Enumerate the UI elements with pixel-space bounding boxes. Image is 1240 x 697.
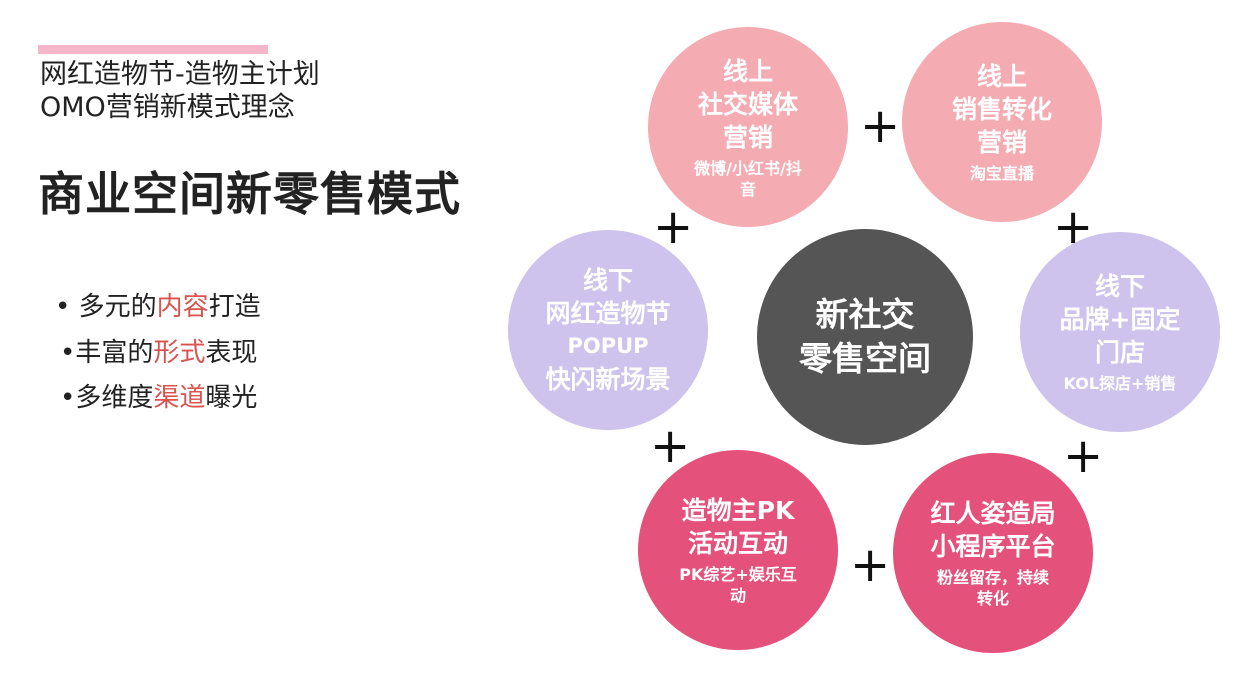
- node-center-retail-space: 新社交 零售空间: [757, 229, 973, 445]
- node-label: 网红造物节: [545, 299, 671, 328]
- node-online-sales: 线上 销售转化 营销 淘宝直播: [902, 22, 1102, 222]
- center-label: 零售空间: [799, 339, 931, 378]
- node-label: 红人姿造局: [930, 499, 1056, 528]
- node-label: 线下: [582, 266, 633, 295]
- node-label: 小程序平台: [930, 532, 1056, 561]
- node-label: POPUP: [567, 334, 649, 358]
- bullet-text: 表现: [205, 338, 258, 368]
- page-title: 商业空间新零售模式: [38, 167, 461, 221]
- node-label: 品牌+固定: [1059, 305, 1181, 334]
- node-sublabel: 淘宝直播: [969, 164, 1034, 183]
- plus-icon: +: [850, 537, 891, 593]
- bullet-item: • 多元的内容打造: [55, 286, 261, 323]
- bullet-highlight: 内容: [156, 292, 209, 322]
- node-creator-pk: 造物主PK 活动互动 PK综艺+娱乐互动: [638, 450, 838, 650]
- node-label: 造物主PK: [681, 496, 795, 525]
- node-offline-store: 线下 品牌+固定 门店 KOL探店+销售: [1020, 232, 1220, 432]
- node-offline-festival: 线下 网红造物节 POPUP 快闪新场景: [508, 230, 708, 430]
- node-sublabel: 微博/小红书/抖音: [694, 158, 802, 199]
- plus-icon: +: [1063, 428, 1104, 484]
- bullet-item: •丰富的形式表现: [60, 332, 257, 369]
- node-label: 活动互动: [687, 529, 788, 558]
- plus-icon: +: [1053, 199, 1094, 255]
- plus-icon: +: [860, 98, 901, 154]
- bullet-text: 打造: [208, 292, 261, 322]
- node-label: 门店: [1094, 338, 1145, 367]
- bullet-highlight: 形式: [153, 338, 206, 368]
- node-label: 营销: [722, 122, 773, 152]
- node-mini-program: 红人姿造局 小程序平台 粉丝留存，持续转化: [893, 453, 1093, 653]
- center-label: 新社交: [815, 295, 915, 334]
- bullet-text: 曝光: [205, 383, 258, 413]
- node-label: 销售转化: [951, 95, 1052, 124]
- plus-icon: +: [650, 418, 691, 474]
- node-label: 线上: [976, 62, 1027, 91]
- plus-icon: +: [653, 199, 694, 255]
- node-label: 社交媒体: [697, 89, 798, 119]
- subtitle-line-2: OMO营销新模式理念: [40, 92, 295, 123]
- subtitle-line-1: 网红造物节-造物主计划: [40, 59, 320, 90]
- node-label: 线下: [1094, 272, 1145, 301]
- node-label: 线上: [722, 56, 773, 86]
- bullet-text: •丰富的: [60, 338, 154, 368]
- bullet-highlight: 渠道: [153, 383, 206, 413]
- node-sublabel: PK综艺+娱乐互动: [679, 565, 797, 605]
- node-sublabel: KOL探店+销售: [1063, 374, 1177, 393]
- node-label: 营销: [976, 128, 1027, 157]
- node-label: 快闪新场景: [545, 365, 671, 394]
- bullet-text: •多维度: [60, 383, 154, 413]
- bullet-text: • 多元的: [55, 292, 157, 322]
- accent-bar: [38, 45, 268, 54]
- bullet-item: •多维度渠道曝光: [60, 377, 257, 414]
- node-online-social-media: 线上 社交媒体 营销 微博/小红书/抖音: [648, 27, 848, 227]
- node-sublabel: 粉丝留存，持续转化: [936, 568, 1049, 608]
